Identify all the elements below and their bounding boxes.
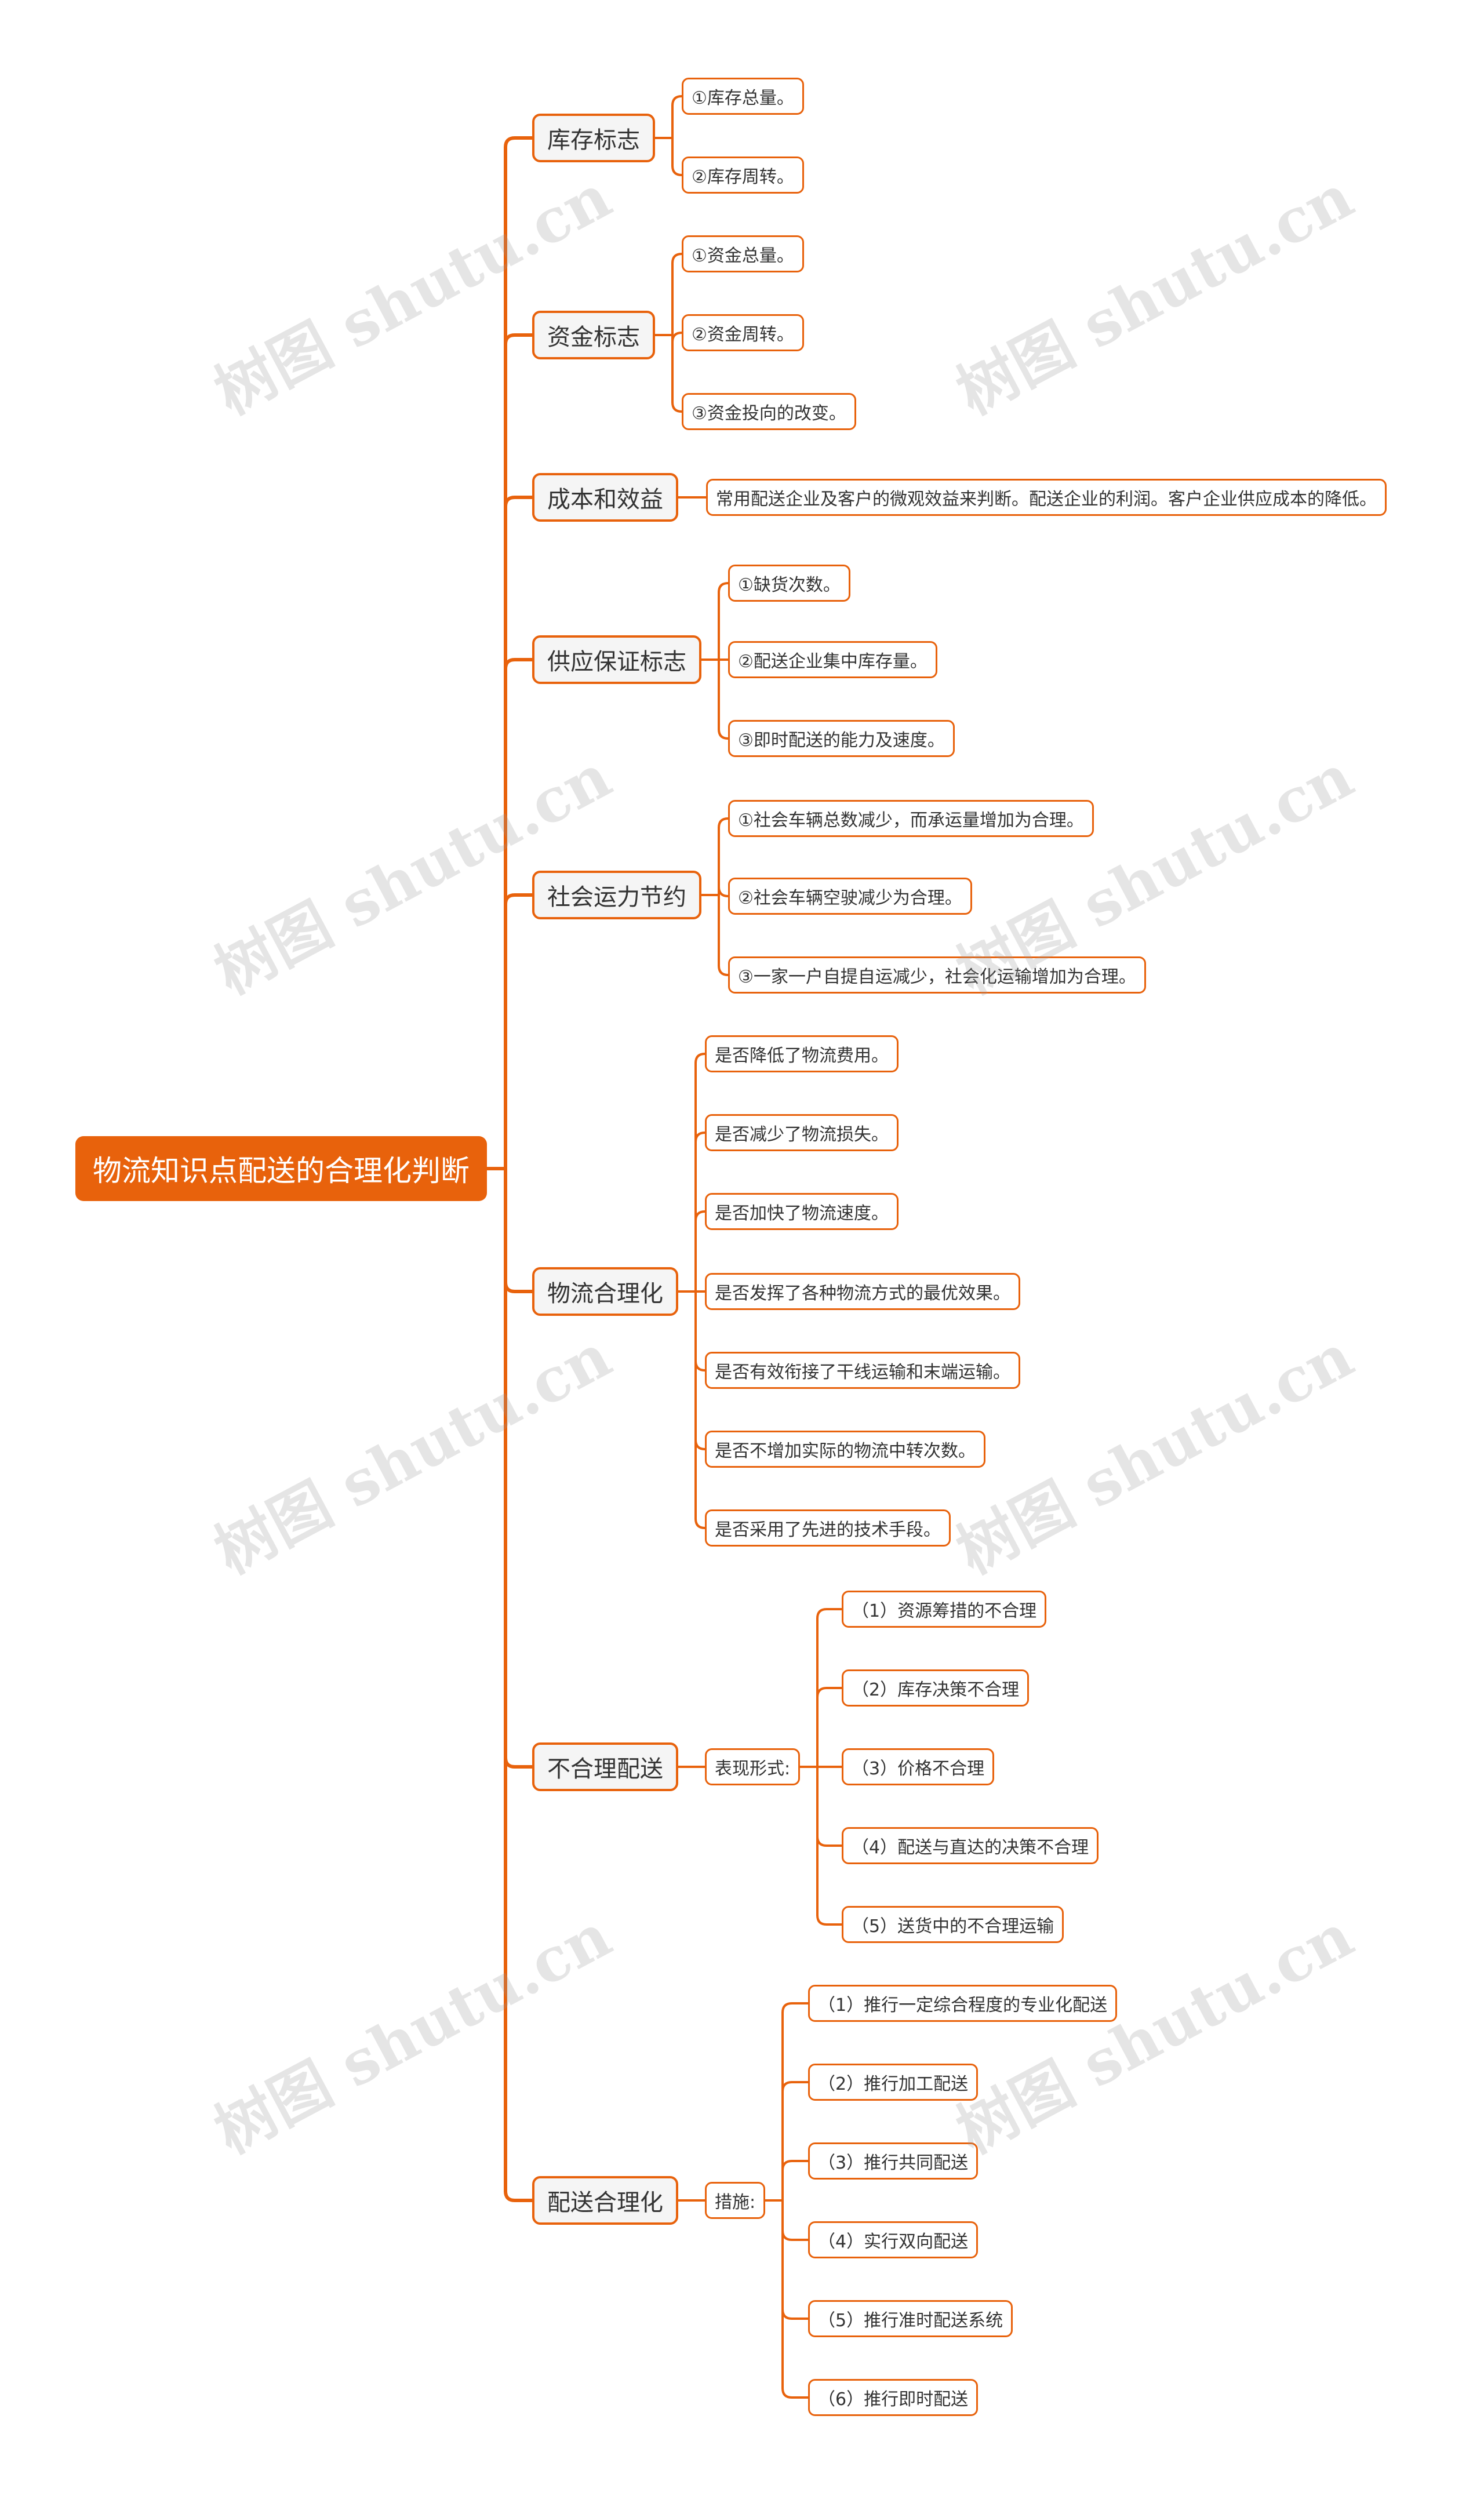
connector-line	[816, 1608, 843, 1620]
connector-line	[504, 136, 534, 149]
connector-line	[504, 2189, 534, 2202]
connector-line	[718, 965, 729, 976]
connector-line	[781, 2160, 809, 2171]
connector-line	[671, 95, 683, 107]
leaf-irrational-2[interactable]: （2）库存决策不合理	[842, 1669, 1030, 1707]
sub-manifestations[interactable]: 表现形式:	[705, 1748, 801, 1785]
leaf-supply-3[interactable]: ③即时配送的能力及速度。	[728, 720, 955, 757]
branch-delivery-rationalization[interactable]: 配送合理化	[532, 2176, 678, 2225]
connector-line	[694, 1210, 706, 1222]
leaf-cost-benefit-1[interactable]: 常用配送企业及客户的微观效益来判断。配送企业的利润。客户企业供应成本的降低。	[706, 479, 1387, 516]
connector-line	[504, 1280, 534, 1293]
connector-line	[718, 728, 729, 740]
connector-line	[694, 1132, 706, 1143]
leaf-measure-4[interactable]: （4）实行双向配送	[808, 2221, 979, 2258]
connector-line	[816, 1914, 843, 1926]
leaf-irrational-4[interactable]: （4）配送与直达的决策不合理	[842, 1827, 1099, 1864]
branch-capital[interactable]: 资金标志	[532, 311, 655, 359]
connector-line	[504, 658, 534, 671]
leaf-capital-2[interactable]: ②资金周转。	[682, 314, 804, 351]
leaf-capital-3[interactable]: ③资金投向的改变。	[682, 393, 856, 430]
leaf-logistics-5[interactable]: 是否有效衔接了干线运输和末端运输。	[705, 1352, 1020, 1389]
connector-line	[694, 1518, 706, 1529]
branch-irrational-delivery[interactable]: 不合理配送	[532, 1742, 678, 1791]
connector-line	[718, 886, 729, 897]
leaf-logistics-4[interactable]: 是否发挥了各种物流方式的最优效果。	[705, 1273, 1020, 1310]
leaf-irrational-1[interactable]: （1）资源筹措的不合理	[842, 1591, 1047, 1628]
leaf-inventory-2[interactable]: ②库存周转。	[682, 157, 804, 194]
connector-line	[694, 1360, 706, 1371]
leaf-capital-1[interactable]: ①资金总量。	[682, 235, 804, 272]
branch-supply-guarantee[interactable]: 供应保证标志	[532, 635, 701, 684]
leaf-transport-2[interactable]: ②社会车辆空驶减少为合理。	[728, 878, 972, 915]
connector-line	[671, 253, 683, 264]
leaf-measure-5[interactable]: （5）推行准时配送系统	[808, 2300, 1013, 2337]
leaf-logistics-3[interactable]: 是否加快了物流速度。	[705, 1193, 899, 1230]
leaf-supply-1[interactable]: ①缺货次数。	[728, 565, 850, 602]
connector-line	[504, 893, 534, 906]
branch-cost-benefit[interactable]: 成本和效益	[532, 473, 678, 522]
leaf-measure-3[interactable]: （3）推行共同配送	[808, 2142, 979, 2180]
connector-line	[816, 1835, 843, 1847]
leaf-transport-1[interactable]: ①社会车辆总数减少，而承运量增加为合理。	[728, 800, 1094, 837]
connector-line	[694, 1439, 706, 1450]
leaf-logistics-1[interactable]: 是否降低了物流费用。	[705, 1035, 899, 1072]
leaf-measure-1[interactable]: （1）推行一定综合程度的专业化配送	[808, 1985, 1118, 2022]
leaf-logistics-6[interactable]: 是否不增加实际的物流中转次数。	[705, 1431, 985, 1468]
leaf-logistics-7[interactable]: 是否采用了先进的技术手段。	[705, 1509, 951, 1547]
connector-line	[718, 582, 729, 594]
leaf-transport-3[interactable]: ③一家一户自提自运减少，社会化运输增加为合理。	[728, 956, 1146, 994]
leaf-measure-2[interactable]: （2）推行加工配送	[808, 2064, 979, 2101]
connector-line	[781, 2387, 809, 2399]
connector-line	[504, 1756, 534, 1769]
connector-line	[781, 2308, 809, 2320]
leaf-irrational-3[interactable]: （3）价格不合理	[842, 1748, 995, 1785]
connector-line	[781, 2002, 809, 2014]
leaf-irrational-5[interactable]: （5）送货中的不合理运输	[842, 1906, 1064, 1943]
branch-transport-saving[interactable]: 社会运力节约	[532, 871, 701, 919]
connector-line	[816, 1687, 843, 1698]
connector-line	[504, 496, 534, 508]
leaf-measure-6[interactable]: （6）推行即时配送	[808, 2379, 979, 2416]
connector-line	[671, 401, 683, 413]
root-topic[interactable]: 物流知识点配送的合理化判断	[75, 1136, 487, 1201]
branch-inventory[interactable]: 库存标志	[532, 114, 655, 162]
connector-line	[781, 2229, 809, 2241]
connector-line	[718, 817, 729, 829]
connector-line	[671, 332, 683, 343]
connector-line	[504, 333, 534, 346]
leaf-inventory-1[interactable]: ①库存总量。	[682, 78, 804, 115]
branch-logistics-rationalization[interactable]: 物流合理化	[532, 1267, 678, 1316]
connector-line	[694, 1053, 706, 1064]
leaf-logistics-2[interactable]: 是否减少了物流损失。	[705, 1114, 899, 1151]
connector-line	[781, 2081, 809, 2093]
sub-measures[interactable]: 措施:	[705, 2182, 766, 2219]
leaf-supply-2[interactable]: ②配送企业集中库存量。	[728, 641, 937, 678]
connector-line	[671, 165, 683, 176]
